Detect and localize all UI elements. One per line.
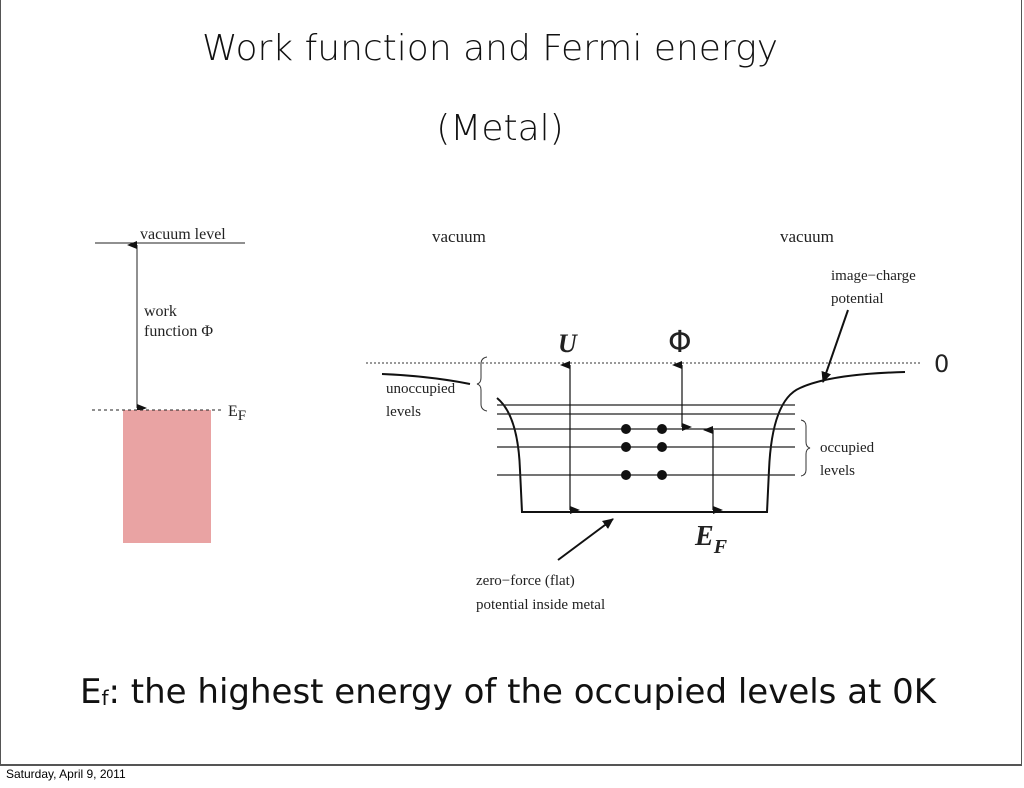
electron-dot [657,470,667,480]
fermi-label: EF [228,403,246,424]
zero-force-label-2: potential inside metal [476,597,605,613]
unoccupied-label-1: unoccupied [386,381,456,397]
caption-text: : the highest energy of the occupied lev… [108,672,937,712]
EF-label: EF [694,521,728,558]
U-label: U [558,329,578,358]
image-charge-arrow [821,309,849,383]
slide-frame [0,0,1022,766]
left-energy-diagram: vacuum level work function Φ EF [92,226,246,543]
slide-subtitle: (Metal) [436,108,564,149]
footer-date: Saturday, April 9, 2011 [6,767,126,781]
filled-band [123,410,211,543]
potential-well-curve [496,371,906,513]
unoccupied-brace [476,356,488,412]
left-image-potential-curve [381,373,471,385]
caption: Ef: the highest energy of the occupied l… [80,672,936,712]
work-function-label-1: work [144,303,177,320]
phi-label: Φ [668,325,692,360]
work-function-label-2: function Φ [144,323,213,340]
occupied-label-1: occupied [820,440,875,456]
zero-force-arrow [557,518,614,561]
image-charge-label-1: image−charge [831,268,916,284]
electron-dot [657,442,667,452]
vacuum-right-label: vacuum [780,227,834,246]
caption-symbol: E [80,672,102,712]
caption-subscript: f [101,686,109,710]
electron-dot [621,442,631,452]
image-charge-label-2: potential [831,291,884,307]
energy-levels [497,404,795,476]
unoccupied-label-2: levels [386,404,421,420]
right-potential-diagram: vacuum vacuum image−charge potential U Φ… [366,227,949,613]
vacuum-left-label: vacuum [432,227,486,246]
slide-title: Work function and Fermi energy [201,28,779,69]
occupied-label-2: levels [820,463,855,479]
vacuum-level-label: vacuum level [140,226,226,243]
electron-dot [657,424,667,434]
electrons [621,424,667,480]
zero-label: 0 [934,350,949,378]
electron-dot [621,424,631,434]
zero-force-label-1: zero−force (flat) [476,573,575,589]
electron-dot [621,470,631,480]
occupied-brace [800,419,811,477]
